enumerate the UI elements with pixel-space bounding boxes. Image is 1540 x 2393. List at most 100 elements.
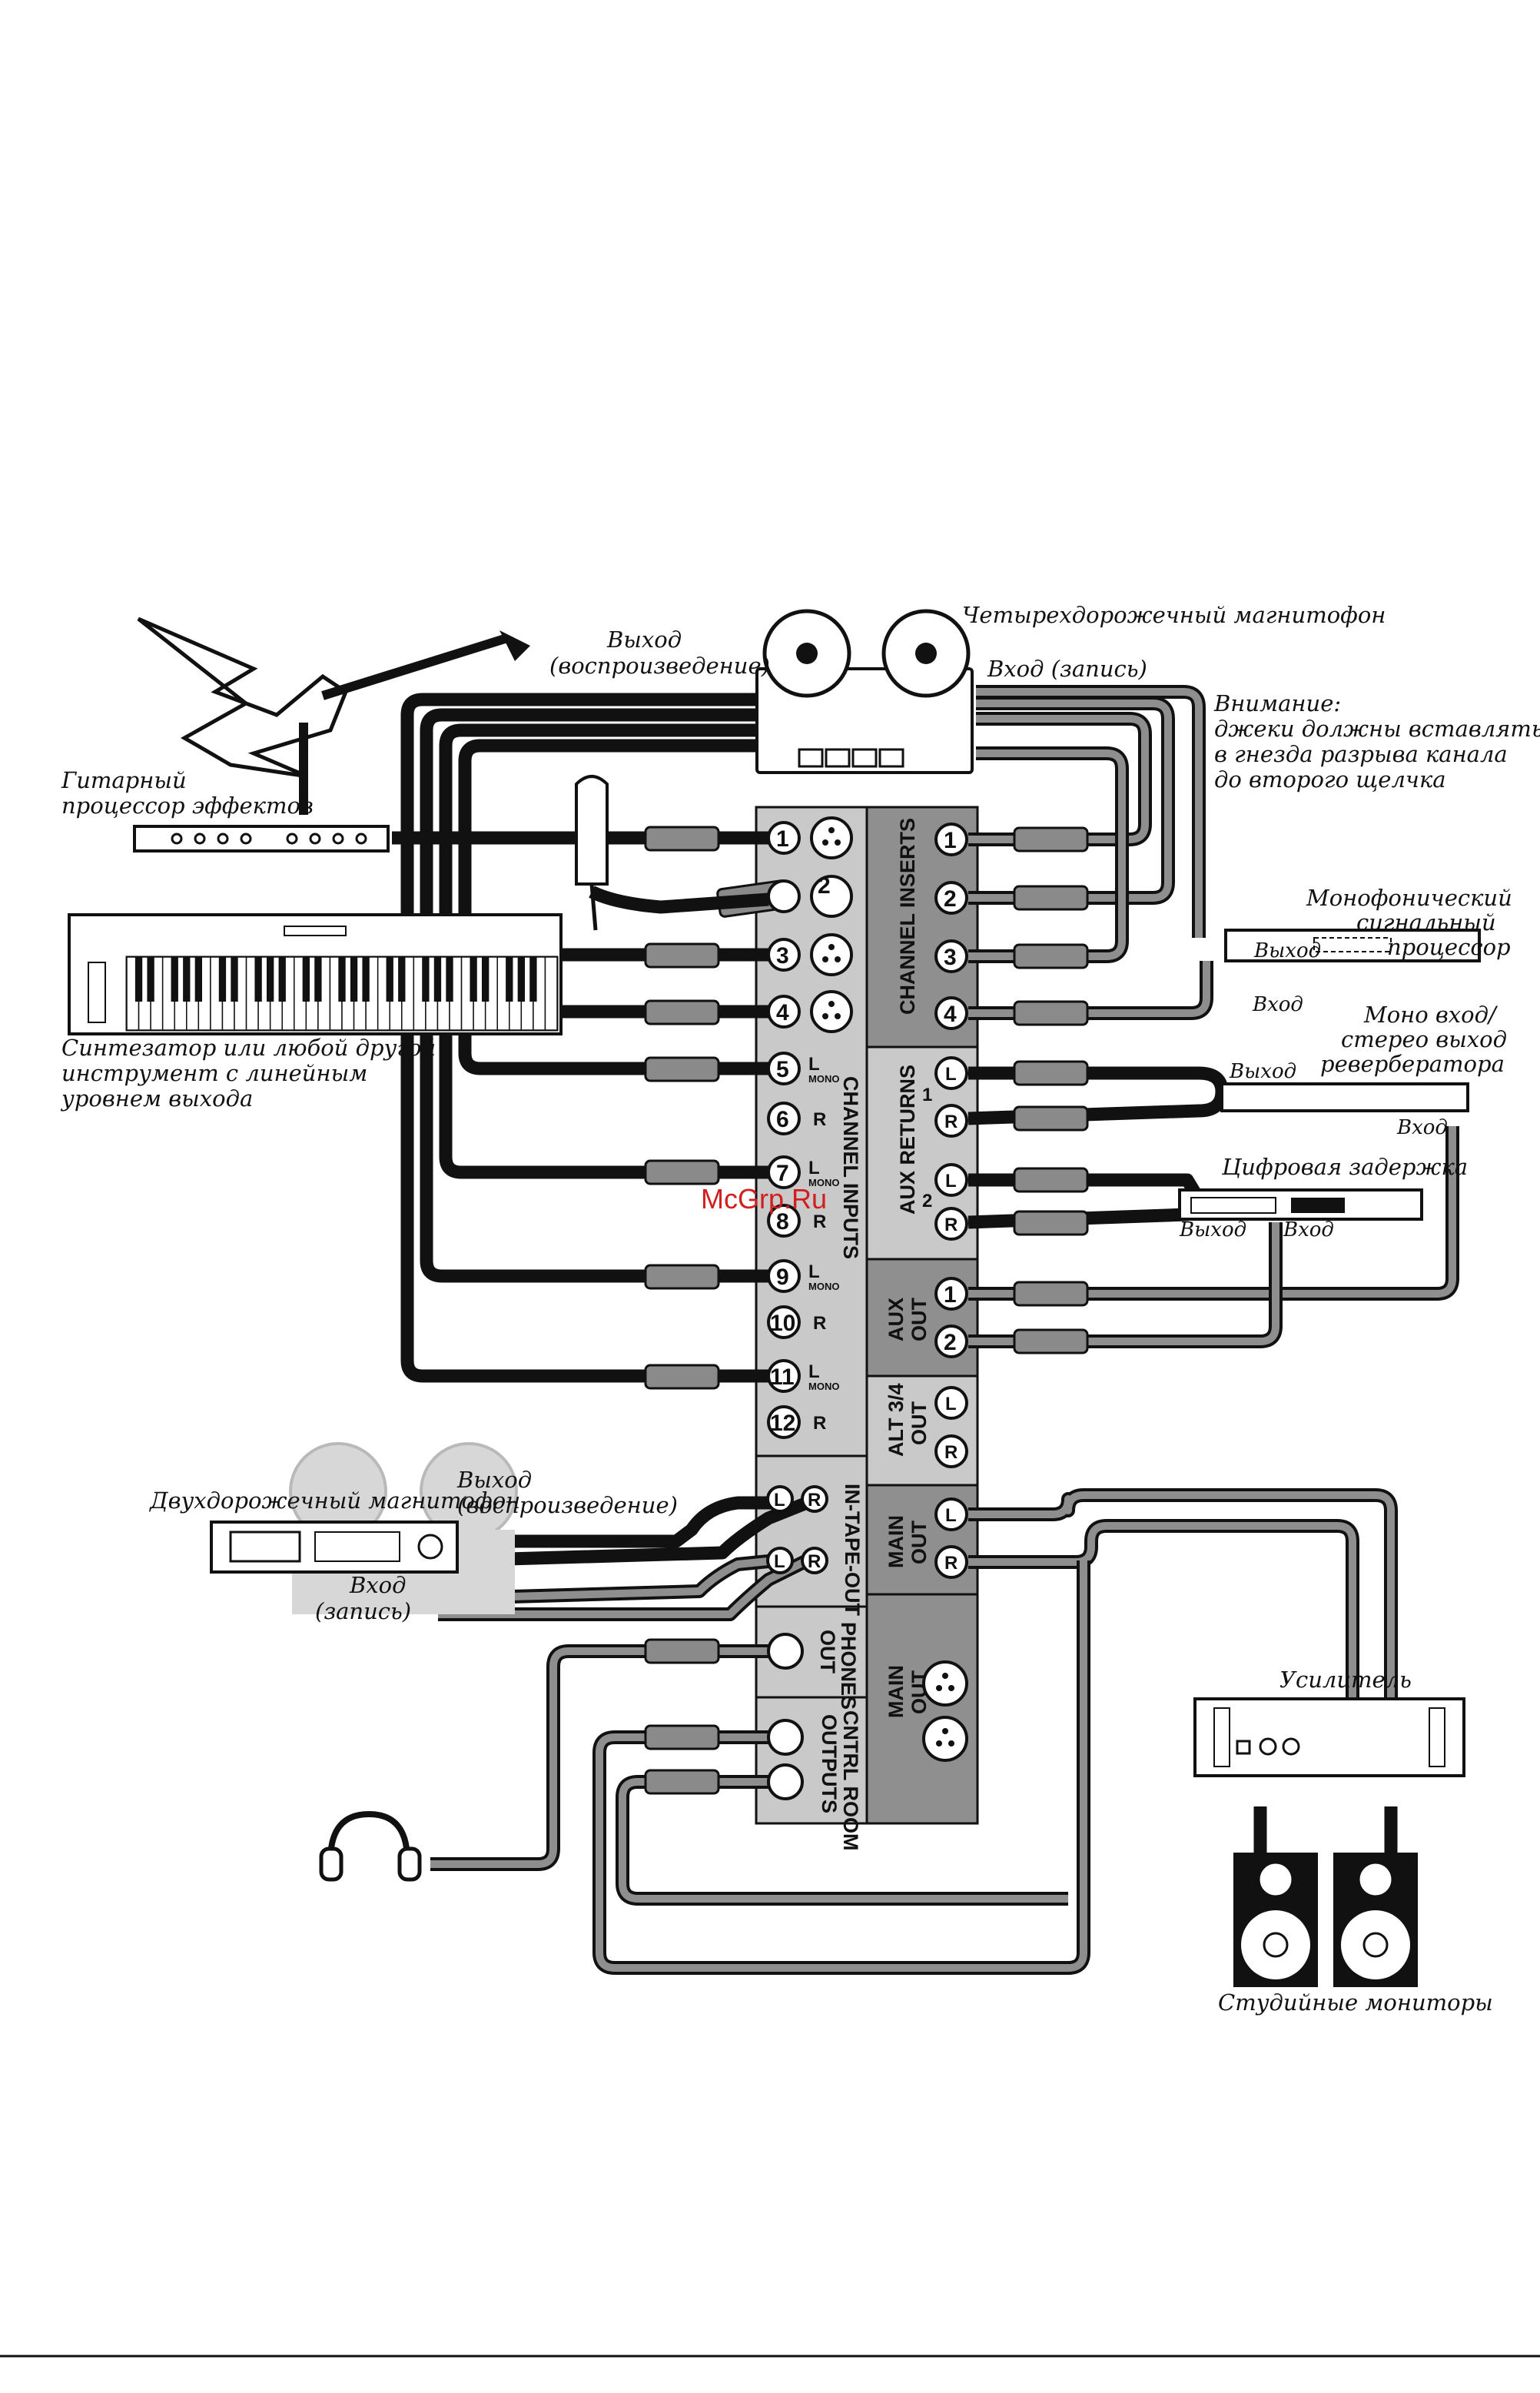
note-line-3: до второго щелчка: [1214, 766, 1446, 793]
phones-jack[interactable]: [767, 1633, 804, 1670]
tape-in-l[interactable]: L: [766, 1485, 794, 1513]
svg-text:R: R: [944, 1215, 958, 1235]
aux-out-1[interactable]: 1: [934, 1277, 968, 1311]
insert-jack-3[interactable]: 3: [934, 939, 968, 973]
reverb-out-label: Выход: [1229, 1060, 1296, 1083]
svg-text:1: 1: [944, 828, 957, 853]
alt-out-l[interactable]: L: [934, 1386, 968, 1420]
reverb-label-3: ревербератора: [1320, 1051, 1505, 1077]
playback-out-label-2: (воспроизведение): [549, 653, 770, 679]
mono-out-label: Выход: [1253, 939, 1321, 962]
aux-return-1-r[interactable]: R: [934, 1104, 968, 1138]
insert-jack-2[interactable]: 2: [934, 881, 968, 915]
svg-text:9: 9: [776, 1265, 789, 1290]
note-title: Внимание:: [1213, 690, 1341, 716]
insert-jack-4[interactable]: 4: [934, 996, 968, 1030]
alt-out-r[interactable]: R: [934, 1434, 968, 1468]
aux-return-2-l[interactable]: L: [934, 1163, 968, 1197]
synth-black-key: [231, 957, 238, 1002]
headphones-icon: [319, 1810, 422, 1882]
channel-inputs-label: CHANNEL INPUTS: [839, 1076, 862, 1259]
channel-inserts-label: CHANNEL INSERTS: [896, 818, 919, 1015]
synth-black-key: [350, 957, 358, 1002]
synth-black-key: [482, 957, 490, 1002]
aux-return-group-2: 2: [922, 1191, 932, 1211]
input-jack-4[interactable]: 4: [767, 990, 853, 1033]
svg-text:11: 11: [770, 1364, 795, 1390]
input-jack-1[interactable]: 1: [767, 816, 853, 859]
record-in-label: Вход (запись): [987, 656, 1147, 682]
svg-text:MONO: MONO: [808, 1177, 839, 1188]
studio-monitor-left-icon: [1233, 1853, 1318, 1987]
synth-white-key: [544, 956, 558, 1031]
input-jack-5[interactable]: 5 L MONO: [767, 1052, 839, 1085]
note-line-1: джеки должны вставляться: [1214, 716, 1540, 742]
main-xlr-r[interactable]: [922, 1716, 968, 1762]
synth-black-key: [278, 957, 286, 1002]
svg-text:L: L: [945, 1064, 957, 1085]
main-out-jacks: L R: [934, 1497, 968, 1579]
alt-out-label: ALT 3/4: [885, 1383, 908, 1457]
mono-processor-icon: [1224, 929, 1481, 962]
input-jack-10[interactable]: 10 R: [767, 1305, 826, 1339]
synth-black-key: [446, 957, 453, 1002]
aux-returns-label: AUX RETURNS: [896, 1065, 919, 1215]
synth-black-key: [183, 957, 191, 1002]
synth-black-key: [517, 957, 525, 1002]
two-track-out-label-2: (воспроизведение): [457, 1492, 678, 1518]
synth-black-key: [171, 957, 178, 1002]
main-xlr-l[interactable]: [922, 1660, 968, 1707]
input-jack-6[interactable]: 6 R: [767, 1102, 826, 1135]
guitar-fx-processor-icon: [133, 825, 390, 853]
input-jack-8[interactable]: 8 R: [767, 1204, 826, 1238]
studio-monitor-right-icon: [1333, 1853, 1418, 1987]
aux-return-2-r[interactable]: R: [934, 1207, 968, 1241]
svg-text:L: L: [945, 1394, 957, 1414]
control-room-out-1[interactable]: [767, 1719, 804, 1756]
svg-text:L: L: [808, 1361, 820, 1382]
svg-text:L: L: [808, 1054, 820, 1075]
main-out-r[interactable]: R: [934, 1545, 968, 1579]
svg-text:3: 3: [944, 945, 957, 970]
input-jack-7[interactable]: 7 L MONO: [767, 1155, 839, 1189]
tape-in-r[interactable]: R: [801, 1485, 828, 1513]
amplifier-label: Усилитель: [1279, 1667, 1412, 1693]
svg-text:3: 3: [776, 943, 789, 969]
main-xlr-jacks: [922, 1660, 968, 1762]
aux-return-1-l[interactable]: L: [934, 1056, 968, 1090]
control-room-out-2[interactable]: [767, 1763, 804, 1800]
reverb-icon: [1220, 1082, 1469, 1112]
aux-out-label: AUX: [885, 1298, 908, 1341]
synth-label: Синтезатор или любой другой: [61, 1035, 436, 1061]
tape-out-r[interactable]: R: [801, 1547, 828, 1574]
svg-text:7: 7: [776, 1161, 789, 1186]
two-track-in-label: Вход: [349, 1572, 407, 1598]
main-out-l[interactable]: L: [934, 1497, 968, 1531]
svg-text:R: R: [808, 1551, 821, 1572]
input-jack-12[interactable]: 12 R: [767, 1405, 826, 1439]
aux-return-group-1: 1: [922, 1085, 932, 1105]
input-jack-11[interactable]: 11 L MONO: [767, 1359, 839, 1393]
input-jack-2[interactable]: 2: [767, 873, 853, 918]
svg-text:L: L: [808, 1261, 820, 1282]
input-jack-3[interactable]: 3: [767, 933, 853, 976]
synth-black-key: [254, 957, 262, 1002]
synth-black-key: [386, 957, 393, 1002]
digital-delay-icon: [1178, 1188, 1423, 1221]
mono-processor-label-3: процессор: [1387, 934, 1511, 960]
insert-jack-1[interactable]: 1: [934, 823, 968, 856]
svg-text:1: 1: [776, 826, 789, 852]
alt-out-label-2: OUT: [908, 1401, 931, 1446]
microphone-icon: [575, 775, 769, 931]
synth-black-key: [398, 957, 406, 1002]
svg-text:L: L: [945, 1171, 957, 1192]
input-jack-9[interactable]: 9 L MONO: [767, 1259, 839, 1293]
synth-black-key: [267, 957, 274, 1002]
svg-text:R: R: [808, 1490, 821, 1511]
synth-black-key: [470, 957, 477, 1002]
cntrl-room-label: CNTRL ROOM: [839, 1710, 862, 1851]
tape-jacks: L R L R: [766, 1485, 828, 1574]
aux-out-label-2: OUT: [908, 1298, 931, 1342]
aux-out-2[interactable]: 2: [934, 1324, 968, 1358]
tape-out-l[interactable]: L: [766, 1547, 794, 1574]
